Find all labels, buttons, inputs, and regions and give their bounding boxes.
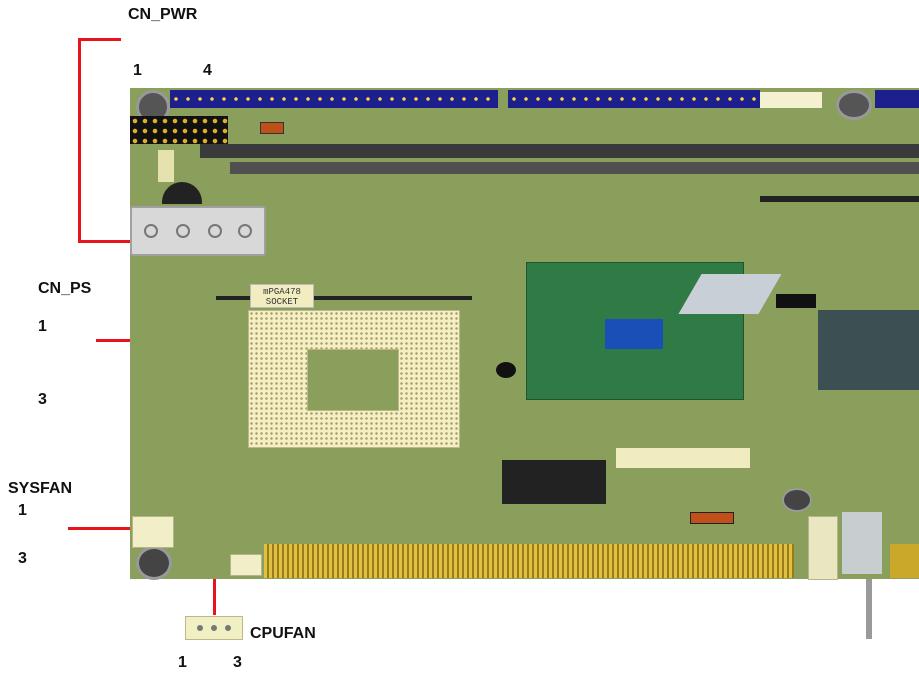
slot-latch	[158, 150, 174, 182]
cpu-socket-lever	[216, 296, 472, 300]
pin-header	[130, 116, 228, 144]
cpu-socket	[248, 310, 460, 448]
cn-pwr-pin4-label: 4	[203, 62, 212, 79]
jumper-block	[776, 294, 816, 308]
header-strip	[760, 196, 919, 202]
cpufan-callout	[213, 579, 216, 615]
jumper-red	[690, 512, 734, 524]
bracket	[842, 512, 882, 574]
cn-ps-pin1-label: 1	[38, 318, 47, 335]
sysfan-pin3-label: 3	[18, 550, 27, 567]
cn-ps-label: CN_PS	[38, 280, 92, 297]
sysfan-pin1-label: 1	[18, 502, 27, 519]
edge-connector	[264, 544, 794, 578]
sysfan-label: SYSFAN	[8, 480, 73, 497]
bracket-rod	[866, 579, 872, 639]
connector-bank	[502, 460, 606, 504]
cn-pwr-connector	[130, 206, 266, 256]
mounting-hole	[782, 488, 812, 512]
chip-die	[605, 319, 663, 349]
capacitor	[496, 362, 516, 378]
cn-pwr-callout-bottom	[78, 240, 130, 243]
mounting-hole	[836, 90, 872, 120]
aux-connector	[808, 516, 838, 580]
edge-connector-right	[890, 544, 919, 578]
dimm-slot-1	[200, 144, 919, 158]
cpufan-header	[230, 554, 262, 576]
cn-pwr-pin1-label: 1	[133, 62, 142, 79]
ide-connector-1	[170, 90, 498, 108]
cpufan-label: CPUFAN	[250, 625, 316, 642]
cn-pwr-callout-vertical	[78, 38, 81, 243]
motherboard: mPGA478 SOCKET	[130, 88, 919, 580]
battery	[162, 182, 202, 204]
ide-connector-2	[508, 90, 760, 108]
dimm-slot-2	[230, 162, 919, 174]
cn-pwr-label: CN_PWR	[128, 6, 198, 23]
cpufan-pin3-label: 3	[233, 654, 242, 671]
sysfan-callout	[68, 527, 132, 530]
cpufan-pin1-label: 1	[178, 654, 187, 671]
mounting-hole	[136, 546, 172, 580]
cpu-socket-label-plate: mPGA478 SOCKET	[250, 284, 314, 308]
cn-pwr-callout-top	[78, 38, 121, 41]
ide-connector-3	[875, 90, 919, 108]
connector-bank-light	[616, 448, 750, 468]
jumper	[260, 122, 284, 134]
cn-ps-callout	[96, 339, 130, 342]
floppy-connector	[760, 92, 822, 108]
sysfan-connector	[132, 516, 174, 548]
southbridge-heatsink	[818, 310, 919, 390]
cpufan-connector	[185, 616, 243, 640]
cn-ps-pin3-label: 3	[38, 391, 47, 408]
